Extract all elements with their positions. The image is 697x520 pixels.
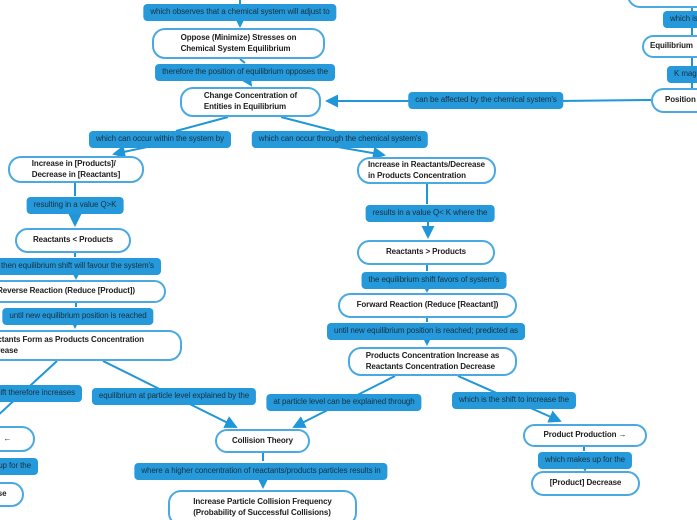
node-collision-theory[interactable]: Collision Theory [215, 429, 310, 453]
label-results-q-less[interactable]: results in a value Q< K where the [365, 205, 495, 222]
label-where-higher-concentration[interactable]: where a higher concentration of reactant… [134, 463, 388, 480]
node-forward-reaction[interactable]: Forward Reaction (Reduce [Reactant]) [338, 293, 517, 318]
label-shift-favors[interactable]: the equilibrium shift favors of system's [361, 272, 507, 289]
node-reactant-production-arrow[interactable]: ← [0, 426, 35, 452]
label-can-be-affected[interactable]: can be affected by the chemical system's [408, 92, 564, 109]
label-until-reached-predicted[interactable]: until new equilibrium position is reache… [327, 323, 525, 340]
node-reactants-form[interactable]: Reactants Form as Products Concentration… [0, 330, 182, 361]
label-which-observes[interactable]: which observes that a chemical system wi… [143, 4, 337, 21]
label-k-magnitude[interactable]: K magnitude [667, 66, 697, 83]
label-shift-to-increase[interactable]: which is the shift to increase the [452, 392, 576, 409]
label-then-shift-favour[interactable]: then equilibrium shift will favour the s… [0, 258, 161, 275]
node-increase-products-decrease-reactants[interactable]: Increase in [Products]/ Decrease in [Rea… [8, 156, 144, 183]
label-shift-therefore-increases[interactable]: shift therefore increases [0, 385, 82, 402]
node-equilibrium-cut[interactable]: Equilibrium [642, 35, 697, 58]
label-makes-up-left[interactable]: which makes up for the [0, 458, 38, 475]
node-increase-collision-frequency[interactable]: Increase Particle Collision Frequency (P… [168, 490, 357, 520]
node-position-cut[interactable]: Position [651, 88, 697, 113]
node-top-right-cut[interactable] [627, 0, 697, 8]
label-at-particle-level[interactable]: at particle level can be explained throu… [266, 394, 422, 411]
node-reactants-less-products[interactable]: Reactants < Products [15, 228, 131, 253]
node-product-decrease[interactable]: [Product] Decrease [531, 471, 640, 496]
node-increase-reactants-decrease-products[interactable]: Increase in Reactants/Decrease in Produc… [357, 157, 496, 184]
label-resulting-q-greater[interactable]: resulting in a value Q>K [26, 197, 124, 214]
label-until-reached[interactable]: until new equilibrium position is reache… [2, 308, 154, 325]
label-occur-through[interactable]: which can occur through the chemical sys… [251, 131, 429, 148]
label-makes-up-right[interactable]: which makes up for the [537, 452, 633, 469]
node-reactants-greater-products[interactable]: Reactants > Products [357, 240, 495, 265]
node-change-concentration[interactable]: Change Concentration of Entities in Equi… [180, 87, 321, 117]
label-therefore-opposes[interactable]: therefore the position of equilibrium op… [155, 64, 335, 81]
node-reverse-reaction[interactable]: Reverse Reaction (Reduce [Product]) [0, 280, 166, 303]
label-equilibrium-particle-level[interactable]: equilibrium at particle level explained … [91, 388, 257, 405]
label-which-is[interactable]: which is [663, 11, 697, 28]
node-oppose-stresses[interactable]: Oppose (Minimize) Stresses on Chemical S… [152, 28, 325, 59]
label-occur-within[interactable]: which can occur within the system by [88, 131, 232, 148]
node-products-concentration-increase[interactable]: Products Concentration Increase as React… [348, 347, 517, 376]
node-reactant-decrease[interactable]: [Reactant] Decrease [0, 482, 24, 507]
node-product-production[interactable]: Product Production → [523, 424, 647, 447]
